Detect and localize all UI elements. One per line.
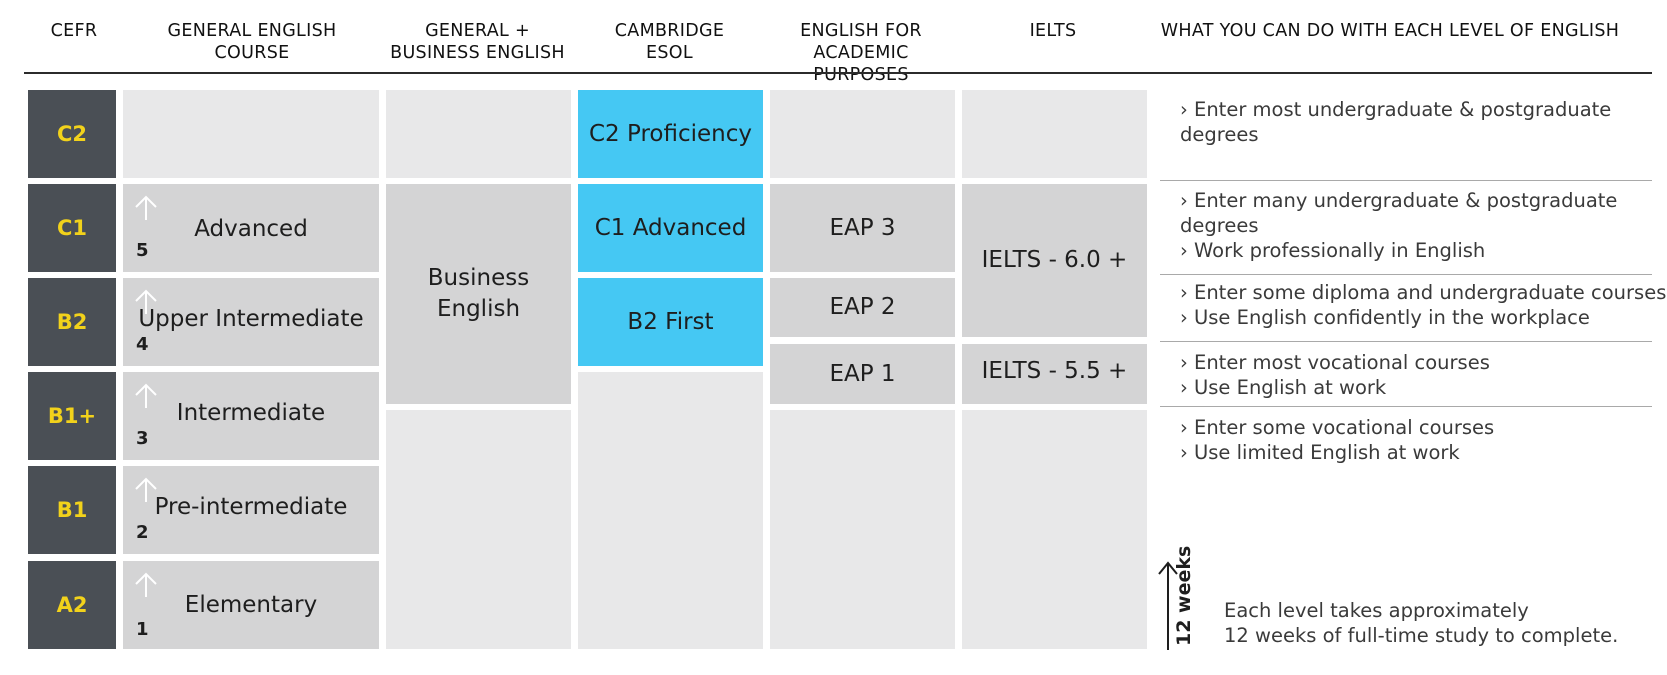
ielts-c2-empty xyxy=(962,90,1147,178)
header-general-english: GENERAL ENGLISH COURSE xyxy=(167,21,337,63)
cefr-c2: C2 xyxy=(28,90,116,178)
arrow-up-icon xyxy=(1158,561,1178,650)
level-number: 2 xyxy=(136,522,149,543)
level-number: 1 xyxy=(136,619,149,640)
eap-lower-empty xyxy=(770,410,955,649)
eap-c2-empty xyxy=(770,90,955,178)
arrow-up-icon xyxy=(135,477,157,502)
eap-3: EAP 3 xyxy=(770,184,955,272)
business-lower-empty xyxy=(386,410,571,649)
arrow-up-icon xyxy=(135,289,157,314)
business-c2-empty xyxy=(386,90,571,178)
header-divider xyxy=(24,72,1652,74)
description-divider xyxy=(1160,341,1652,342)
cambridge-c1-advanced: C1 Advanced xyxy=(578,184,763,272)
level-number: 4 xyxy=(136,334,149,355)
general-english-label: Pre-intermediate xyxy=(154,494,348,520)
ielts-6: IELTS - 6.0 + xyxy=(962,184,1147,337)
general-english-upper-intermediate: Upper Intermediate 4 xyxy=(123,278,379,366)
description-c1: › Enter many undergraduate & postgraduat… xyxy=(1180,189,1618,262)
description-divider xyxy=(1160,274,1652,275)
cambridge-lower-empty xyxy=(578,372,763,649)
ielts-5-5: IELTS - 5.5 + xyxy=(962,344,1147,404)
header-eap: ENGLISH FOR ACADEMIC PURPOSES xyxy=(800,21,922,85)
cambridge-b2-first: B2 First xyxy=(578,278,763,366)
cefr-b1: B1 xyxy=(28,466,116,554)
general-english-label: Upper Intermediate xyxy=(138,306,364,332)
eap-1: EAP 1 xyxy=(770,344,955,404)
cambridge-c2-proficiency: C2 Proficiency xyxy=(578,90,763,178)
cefr-c1: C1 xyxy=(28,184,116,272)
general-english-elementary: Elementary 1 xyxy=(123,561,379,649)
header-what-you-can-do: WHAT YOU CAN DO WITH EACH LEVEL OF ENGLI… xyxy=(1160,21,1620,41)
description-b2: › Enter some diploma and undergraduate c… xyxy=(1180,281,1667,329)
cefr-a2: A2 xyxy=(28,561,116,649)
general-english-advanced: Advanced 5 xyxy=(123,184,379,272)
description-b1: › Enter some vocational courses › Use li… xyxy=(1180,416,1495,464)
general-english-label: Intermediate xyxy=(176,400,326,426)
header-general-business: GENERAL + BUSINESS ENGLISH xyxy=(390,21,565,63)
general-english-label: Advanced xyxy=(194,216,308,242)
arrow-up-icon xyxy=(135,383,157,408)
general-english-label: Elementary xyxy=(184,592,318,618)
header-cambridge: CAMBRIDGE ESOL xyxy=(614,21,725,63)
header-cefr: CEFR xyxy=(50,21,98,41)
description-b1plus: › Enter most vocational courses › Use En… xyxy=(1180,351,1490,399)
description-c2: › Enter most undergraduate & postgraduat… xyxy=(1180,98,1612,146)
ielts-lower-empty xyxy=(962,410,1147,649)
header-ielts: IELTS xyxy=(1029,21,1077,41)
description-divider xyxy=(1160,406,1652,407)
general-english-c2-empty xyxy=(123,90,379,178)
cefr-b2: B2 xyxy=(28,278,116,366)
level-number: 5 xyxy=(136,240,149,261)
cefr-b1plus: B1+ xyxy=(28,372,116,460)
duration-label: 12 weeks xyxy=(1173,545,1195,646)
arrow-up-icon xyxy=(135,572,157,597)
description-divider xyxy=(1160,180,1652,181)
arrow-up-icon xyxy=(135,195,157,220)
general-english-intermediate: Intermediate 3 xyxy=(123,372,379,460)
eap-2: EAP 2 xyxy=(770,278,955,337)
level-number: 3 xyxy=(136,428,149,449)
general-english-pre-intermediate: Pre-intermediate 2 xyxy=(123,466,379,554)
business-english-cell: Business English xyxy=(386,184,571,404)
duration-note: Each level takes approximately 12 weeks … xyxy=(1224,599,1619,647)
